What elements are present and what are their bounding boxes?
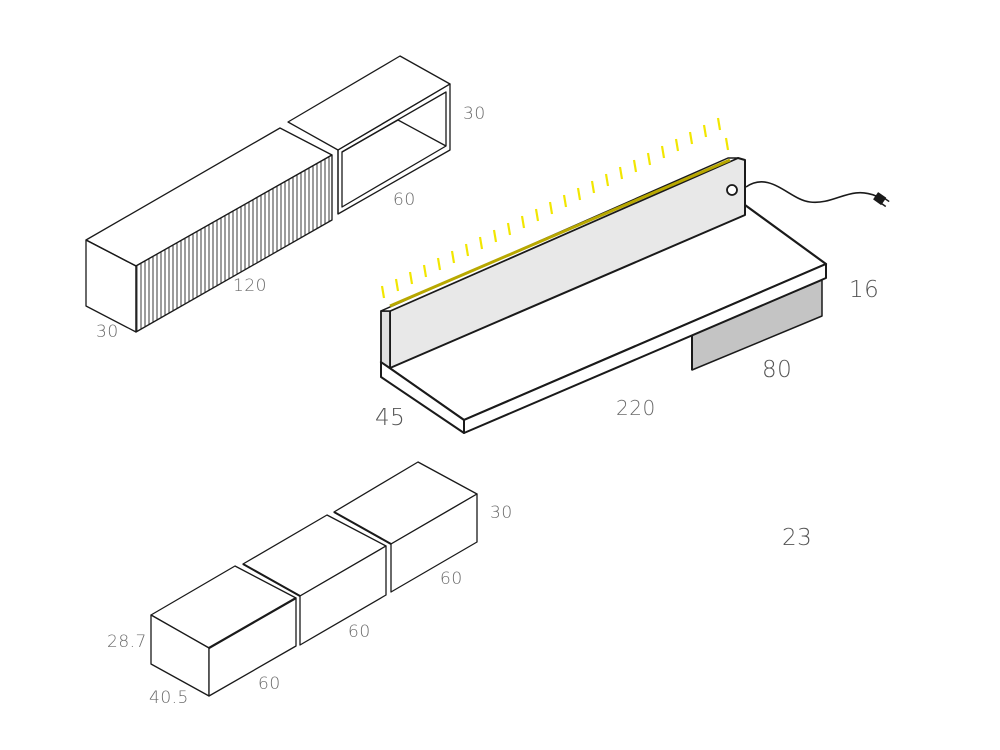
drawer-unit-height-left-label: 28.7 xyxy=(107,632,147,652)
wall-unit-drawing xyxy=(85,55,451,333)
fluted-module-front xyxy=(135,154,333,333)
drawer-unit-height-right-label: 30 xyxy=(490,503,513,523)
drawer-units-drawing xyxy=(150,461,478,697)
led-strip xyxy=(389,158,731,308)
cable-port xyxy=(726,184,738,196)
plug-icon xyxy=(873,192,890,208)
led-light-rays xyxy=(380,117,730,299)
fluted-module-width-label: 120 xyxy=(233,276,267,296)
drawer-module-right-width-label: 60 xyxy=(440,569,463,589)
desk-drawing xyxy=(379,117,890,434)
desk-height-label: 16 xyxy=(849,277,880,303)
drawer-module-right-front xyxy=(390,493,478,593)
desktop-edge-front xyxy=(463,263,827,434)
drawer-module-middle-width-label: 60 xyxy=(348,622,371,642)
drawer-width-label: 80 xyxy=(762,357,793,383)
wall-unit-height-label: 30 xyxy=(463,104,486,124)
drawer-unit-depth-label: 40.5 xyxy=(149,688,189,708)
page-number: 23 xyxy=(782,525,813,551)
desk-width-label: 220 xyxy=(616,396,656,420)
desk-depth-label: 45 xyxy=(375,405,406,431)
drawer-module-left-width-label: 60 xyxy=(258,674,281,694)
power-cable xyxy=(745,181,877,204)
open-module-width-label: 60 xyxy=(393,190,416,210)
wall-unit-depth-label: 30 xyxy=(96,322,119,342)
